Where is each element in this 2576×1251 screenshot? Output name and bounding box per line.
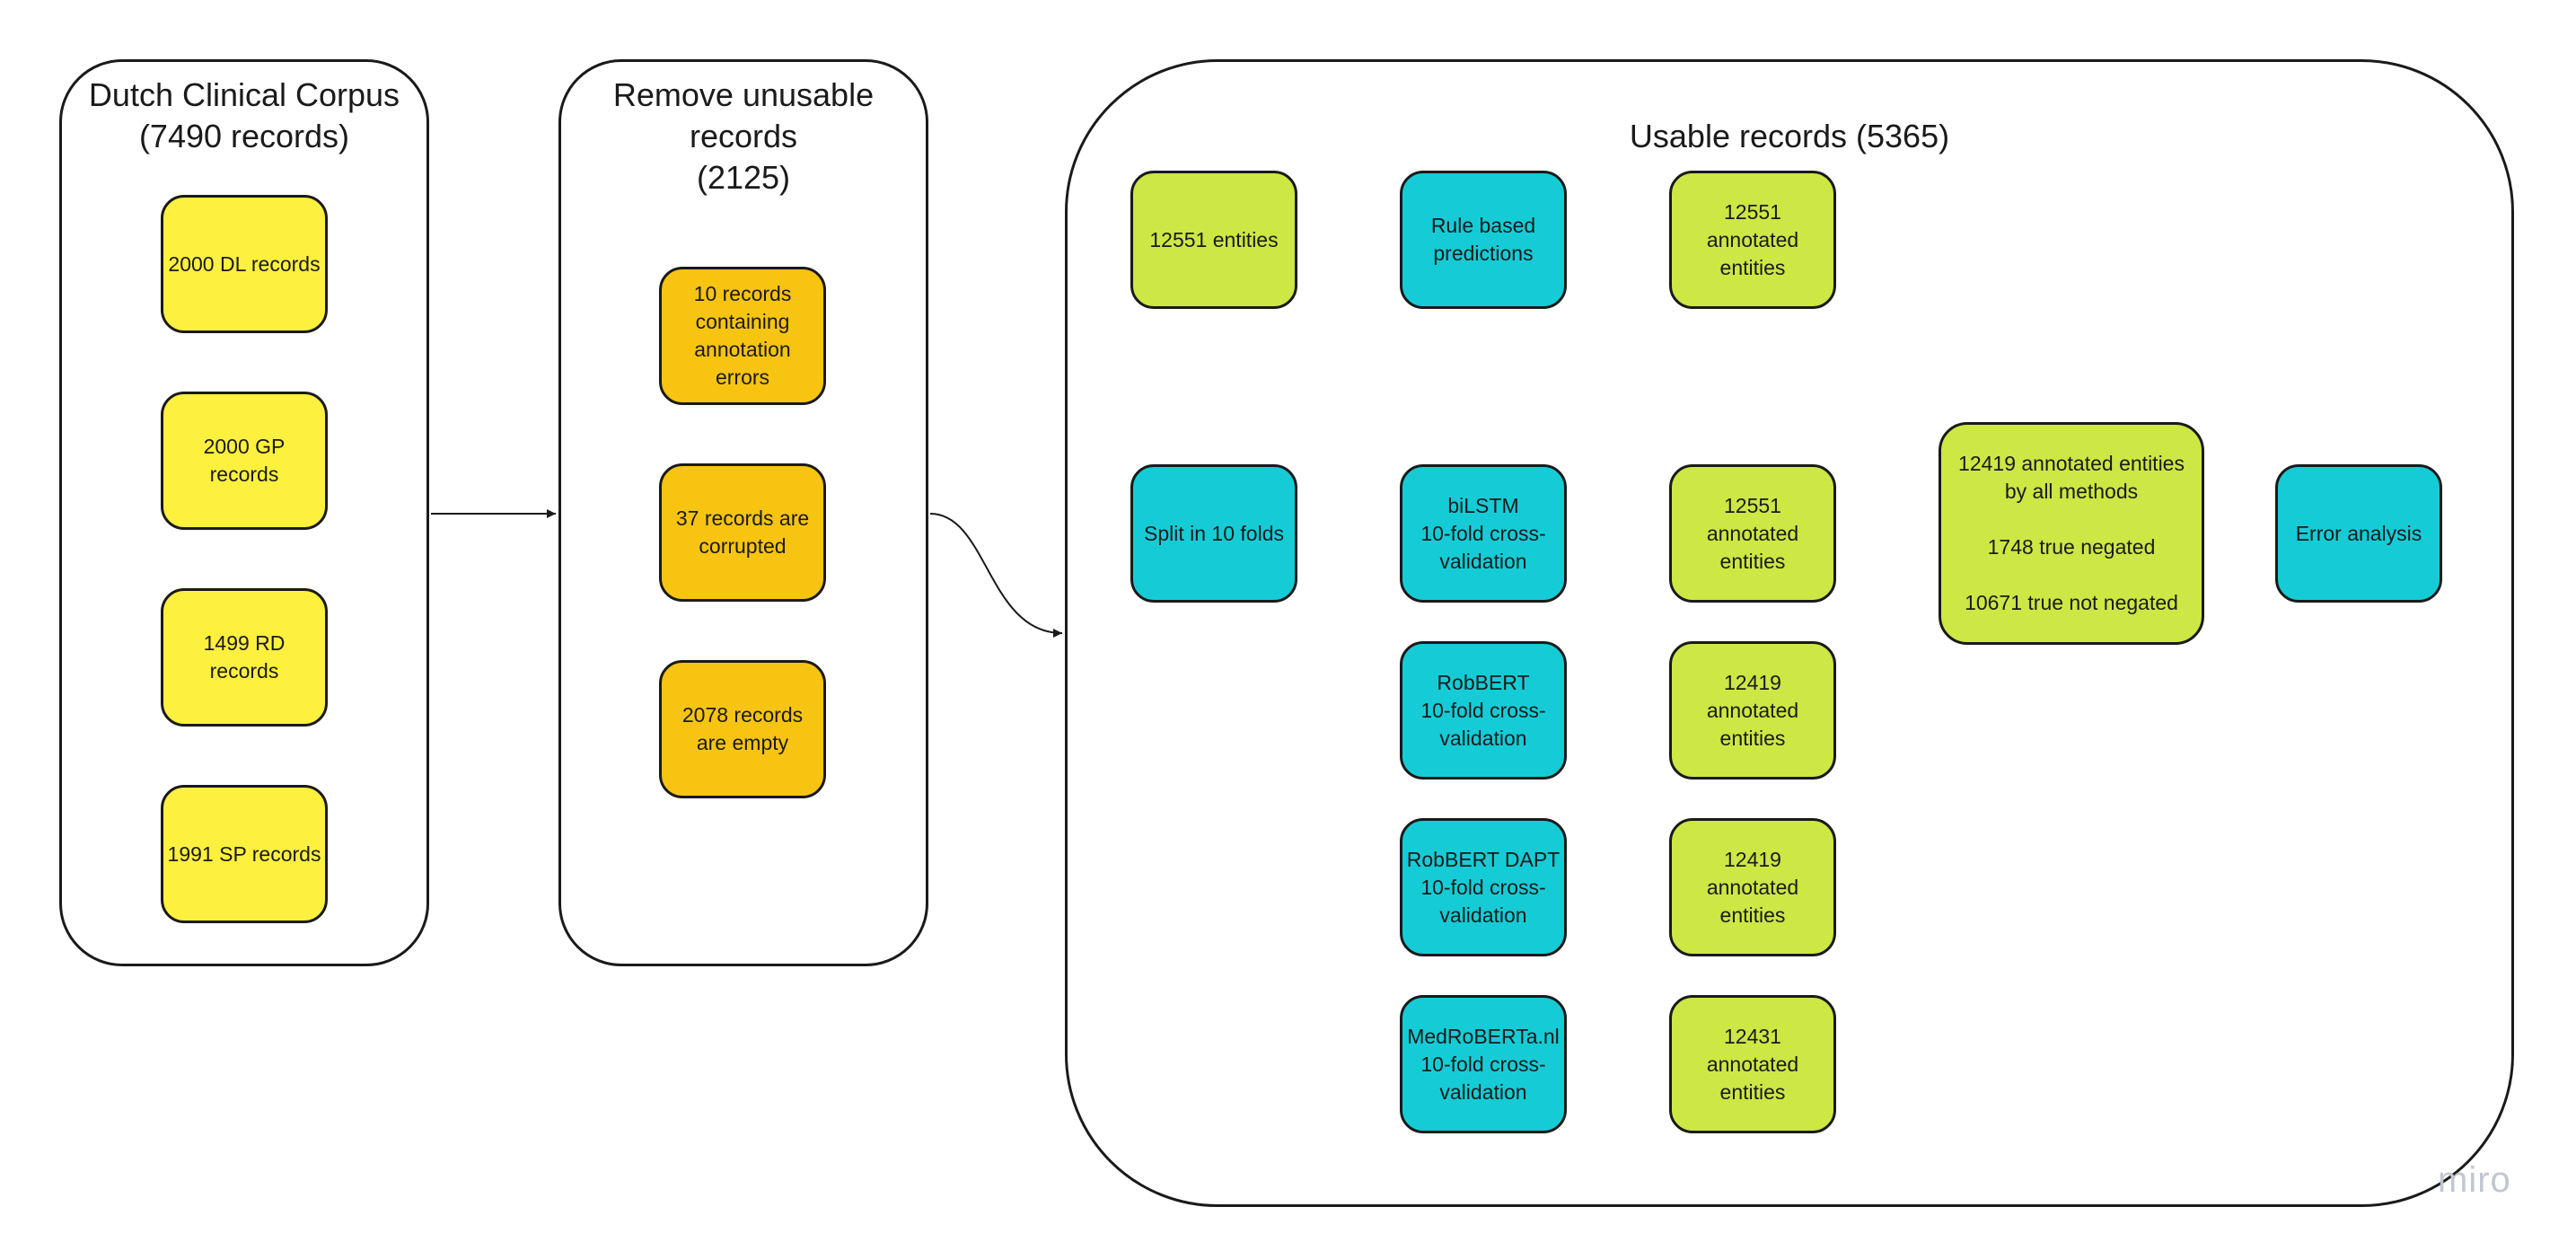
- miro-watermark: miro: [2438, 1160, 2511, 1200]
- split-folds-box: Split in 10 folds: [1130, 464, 1297, 603]
- remove-group-title: Remove unusable records (2125): [612, 76, 875, 196]
- bilstm-box: biLSTM 10-fold cross- validation: [1400, 464, 1567, 603]
- summary-box: 12419 annotated entities by all methods …: [1939, 422, 2204, 645]
- sp-records-box: 1991 SP records: [161, 785, 328, 923]
- medroberta-output-box: 12431 annotated entities: [1669, 995, 1836, 1133]
- bilstm-output-box: 12551 annotated entities: [1669, 464, 1836, 603]
- robbert-output-box: 12419 annotated entities: [1669, 641, 1836, 780]
- usable-group-title: Usable records (5365): [1629, 118, 1950, 154]
- gp-records-box: 2000 GP records: [161, 392, 328, 530]
- corrupted-records-box: 37 records are corrupted: [659, 463, 826, 602]
- robbert-box: RobBERT 10-fold cross- validation: [1400, 641, 1567, 780]
- robbert-dapt-output-box: 12419 annotated entities: [1669, 818, 1836, 956]
- corpus-group-title: Dutch Clinical Corpus (7490 records): [88, 76, 400, 154]
- annotation-errors-box: 10 records containing annotation errors: [659, 267, 826, 405]
- error-analysis-box: Error analysis: [2275, 464, 2442, 603]
- entities-box: 12551 entities: [1130, 171, 1297, 309]
- robbert-dapt-box: RobBERT DAPT 10-fold cross- validation: [1400, 818, 1567, 956]
- medroberta-box: MedRoBERTa.nl 10-fold cross- validation: [1400, 995, 1567, 1133]
- rule-based-box: Rule based predictions: [1400, 171, 1567, 309]
- rule-output-box: 12551 annotated entities: [1669, 171, 1836, 309]
- dl-records-box: 2000 DL records: [161, 195, 328, 333]
- empty-records-box: 2078 records are empty: [659, 660, 826, 798]
- remove-to-usable-arrow: [929, 513, 1063, 638]
- rd-records-box: 1499 RD records: [161, 588, 328, 727]
